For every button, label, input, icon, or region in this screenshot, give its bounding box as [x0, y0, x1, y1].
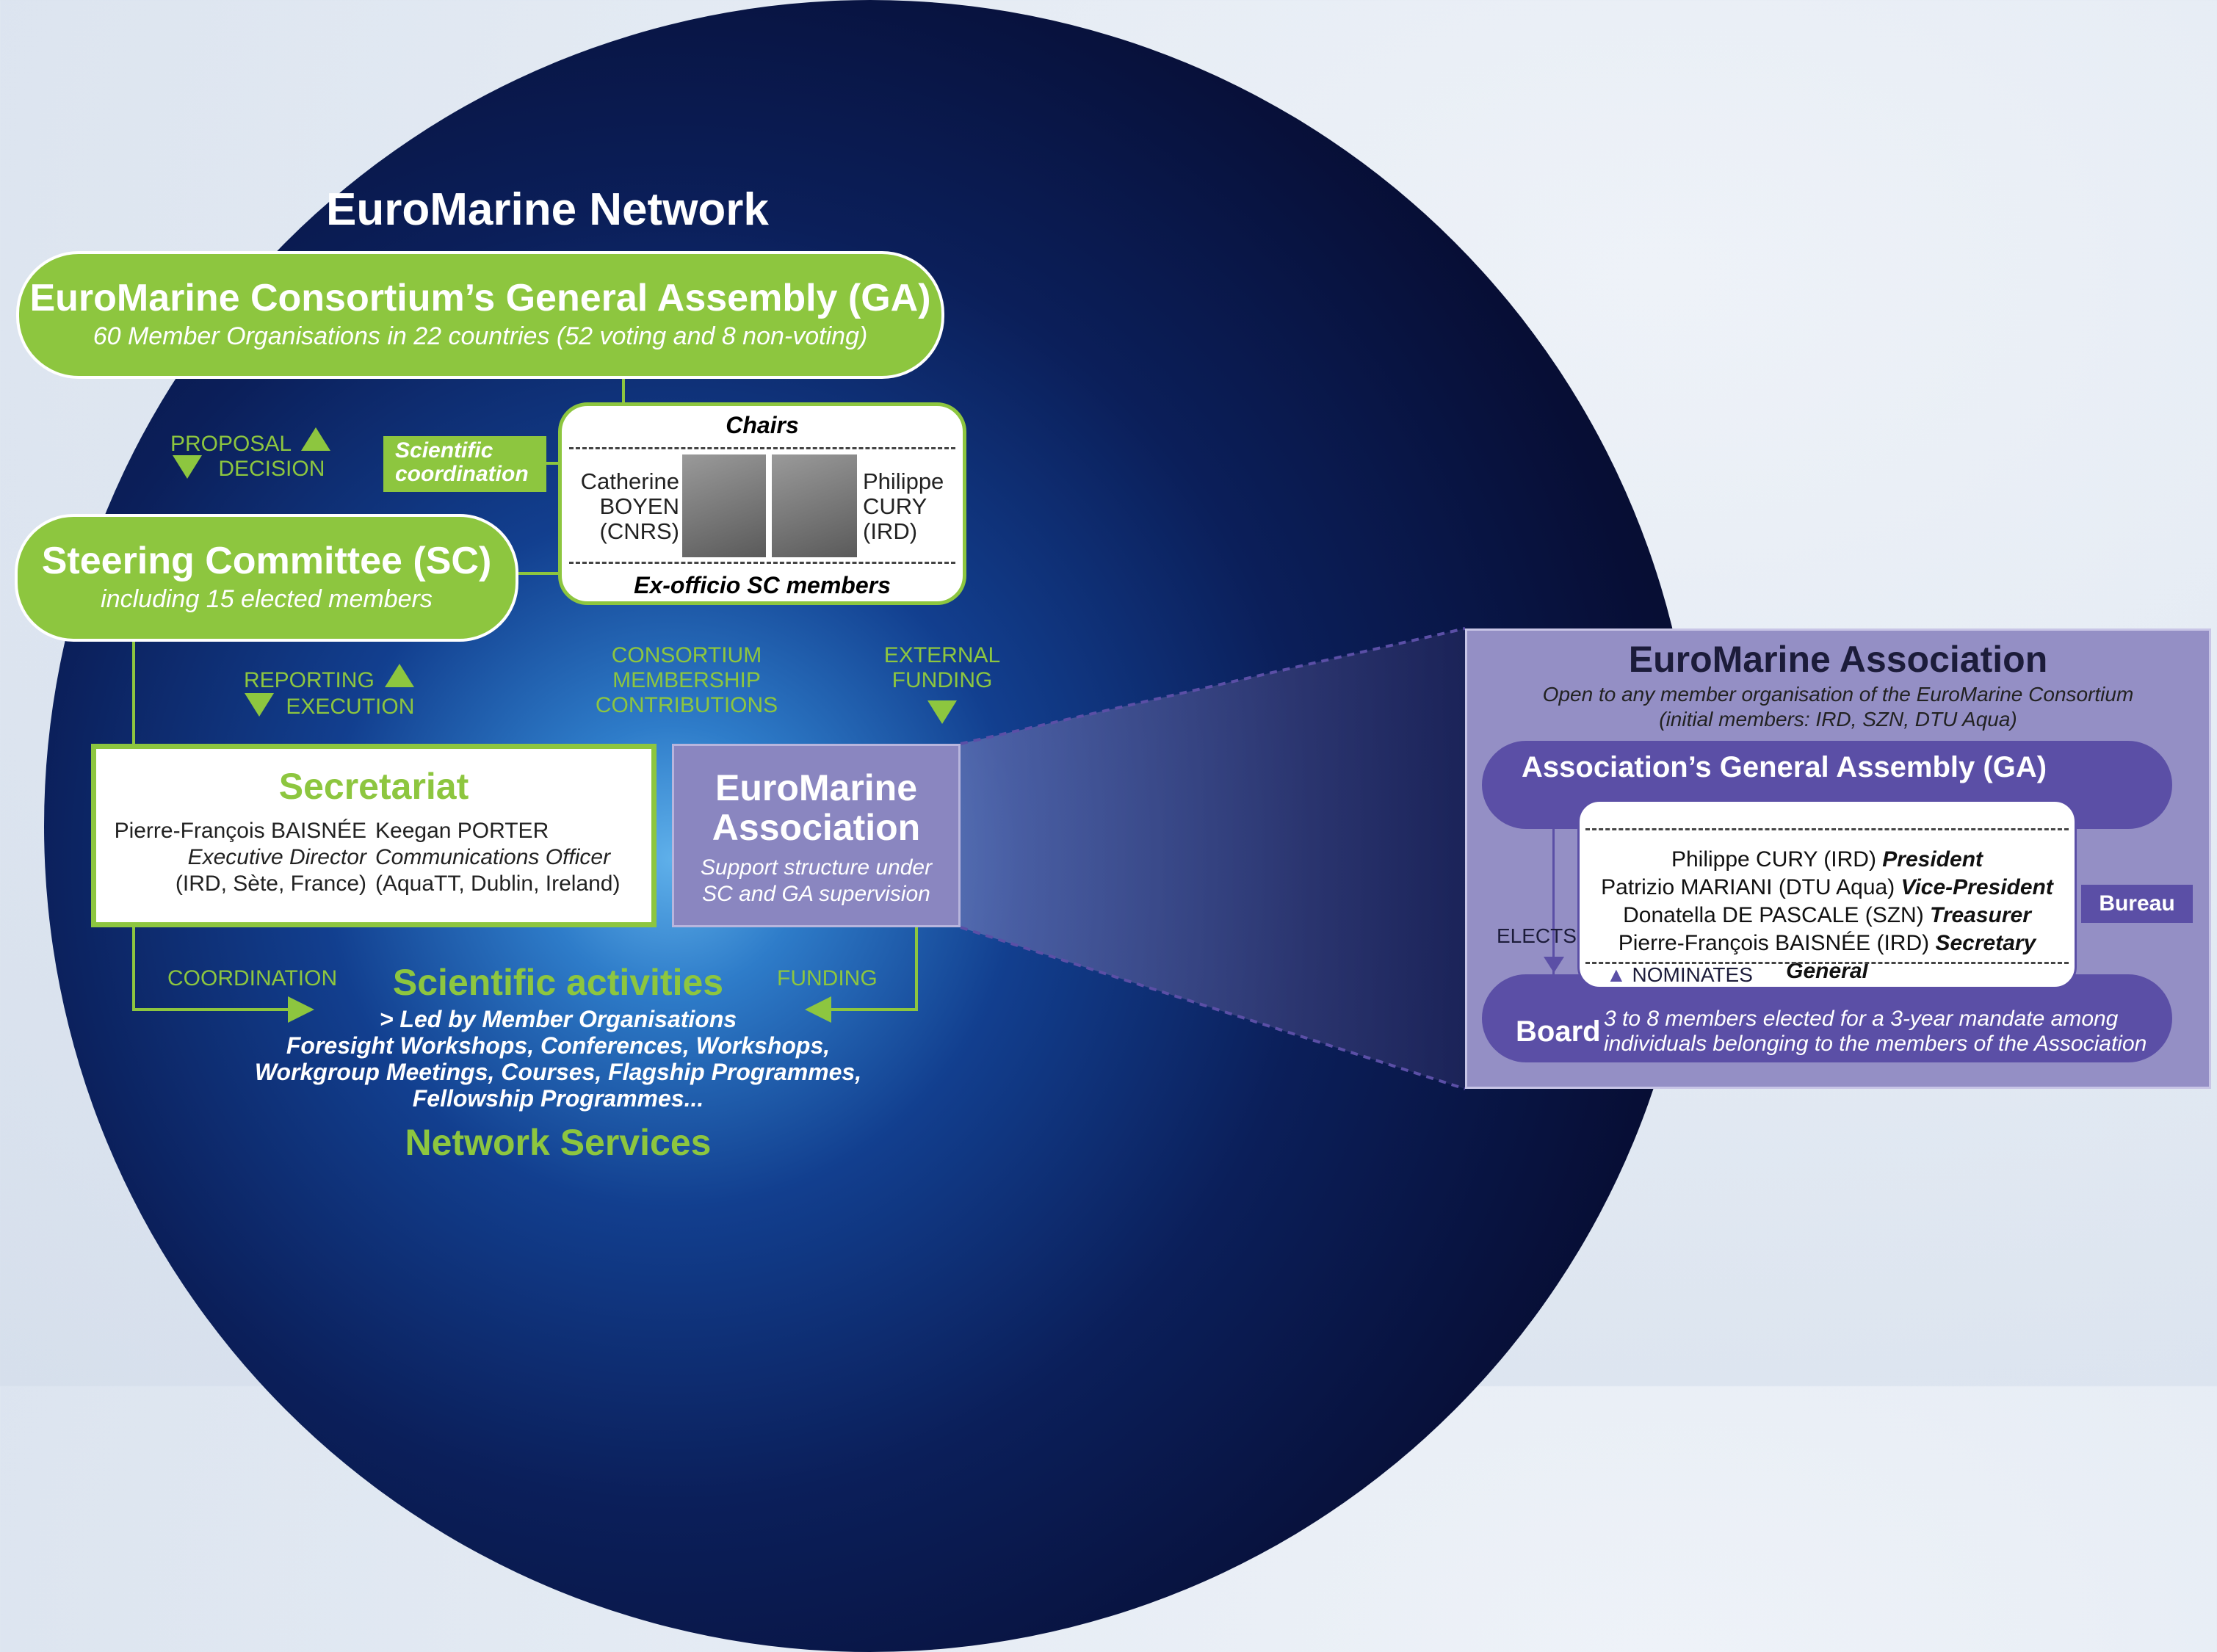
arrow-down-icon [245, 693, 274, 717]
bureau-members: Philippe CURY (IRD) President Patrizio M… [1587, 846, 2067, 985]
scientific-coordination-tag: Scientific coordination [383, 436, 546, 492]
bureau-divider-bottom [1585, 962, 2069, 964]
proposal-label: PROPOSAL [170, 427, 331, 457]
coordination-arrow-icon [288, 996, 314, 1023]
arrow-up-icon [301, 427, 331, 451]
secretariat-person1: Pierre-François BAISNÉE Executive Direct… [114, 819, 366, 896]
zoom-funnel [960, 627, 1466, 1090]
secretariat-title: Secretariat [278, 766, 469, 807]
bureau-tag: Bureau [2081, 885, 2193, 923]
ga-title: EuroMarine Consortium’s General Assembly… [29, 277, 931, 319]
bureau-member: Donatella DE PASCALE (SZN) Treasurer [1623, 903, 2031, 927]
bureau-member: Patrizio MARIANI (DTU Aqua) Vice-Preside… [1601, 875, 2053, 899]
association-title: EuroMarine Association [1628, 639, 2048, 680]
chair-left-text: Catherine BOYEN (CNRS) [580, 468, 679, 544]
coordination-line-vertical [132, 927, 135, 1011]
sc-pill: Steering Committee (SC) including 15 ele… [15, 514, 518, 642]
sc-to-chairs-line [517, 572, 561, 575]
secretariat-box: Secretariat Pierre-François BAISNÉE Exec… [91, 744, 657, 927]
chair-right-text: Philippe CURY (IRD) [863, 468, 944, 544]
chairs-header: Chairs [726, 412, 799, 438]
ga-pill: EuroMarine Consortium’s General Assembly… [16, 251, 944, 379]
consortium-membership-label: CONSORTIUM MEMBERSHIP CONTRIBUTIONS [595, 643, 778, 717]
association-subtitle: Open to any member organisation of the E… [1542, 683, 2134, 731]
board-description: 3 to 8 members elected for a 3-year mand… [1604, 1007, 2147, 1056]
bureau-divider-top [1585, 828, 2069, 830]
nominates-label: ▲ NOMINATES [1606, 963, 1753, 986]
coordination-line-horizontal [132, 1008, 294, 1011]
arrow-down-icon [927, 700, 957, 724]
chair-right-photo [770, 453, 858, 559]
funding-arrow-icon [805, 996, 831, 1023]
reporting-label: REPORTING [244, 664, 415, 693]
board-pill: Board 3 to 8 members elected for a 3-yea… [1482, 974, 2172, 1062]
sc-to-secretariat-line [132, 640, 135, 747]
activities-title: Scientific activities [392, 962, 724, 1003]
sc-title: Steering Committee (SC) [41, 540, 492, 582]
ga-subtitle: 60 Member Organisations in 22 countries … [93, 322, 868, 350]
elects-line [1552, 829, 1555, 990]
ga-to-chairs-line [622, 379, 625, 404]
chairs-box: Chairs Catherine BOYEN (CNRS) Philippe C… [558, 402, 966, 605]
network-services: Network Services [405, 1122, 712, 1163]
execution-label: EXECUTION [245, 693, 414, 720]
arrow-down-icon [173, 455, 202, 479]
bureau-box: Philippe CURY (IRD) President Patrizio M… [1577, 800, 2077, 989]
external-funding-label: EXTERNAL FUNDING [881, 643, 1003, 730]
network-title: EuroMarine Network [326, 184, 769, 235]
bureau-member: Philippe CURY (IRD) President [1671, 847, 1983, 872]
decision-label: DECISION [173, 455, 325, 482]
scientific-activities: Scientific activities > Led by Member Or… [220, 959, 896, 1164]
arrow-up-icon: ▲ [1606, 963, 1627, 986]
chairs-footer: Ex-officio SC members [634, 572, 891, 598]
euromarine-association-box: EuroMarine Association Support structure… [672, 744, 961, 927]
elects-label: ELECTS [1497, 924, 1577, 947]
chair-left-photo [681, 453, 767, 559]
elects-arrow-icon [1544, 957, 1564, 973]
funding-line-horizontal [828, 1008, 918, 1011]
funding-line-vertical [915, 927, 918, 1011]
funding-label: FUNDING [777, 966, 878, 990]
secretariat-person2: Keegan PORTER Communications Officer (Aq… [375, 819, 621, 896]
coordination-label: COORDINATION [167, 966, 338, 990]
sc-subtitle: including 15 elected members [101, 585, 433, 613]
bureau-member: Pierre-François BAISNÉE (IRD) Secretary … [1618, 931, 2036, 983]
sci-coord-to-chairs-line [545, 462, 561, 465]
arrow-up-icon [385, 664, 415, 687]
association-panel: EuroMarine Association Open to any membe… [1465, 628, 2211, 1089]
chairs-divider-bottom [569, 562, 955, 564]
chairs-divider-top [569, 447, 955, 449]
